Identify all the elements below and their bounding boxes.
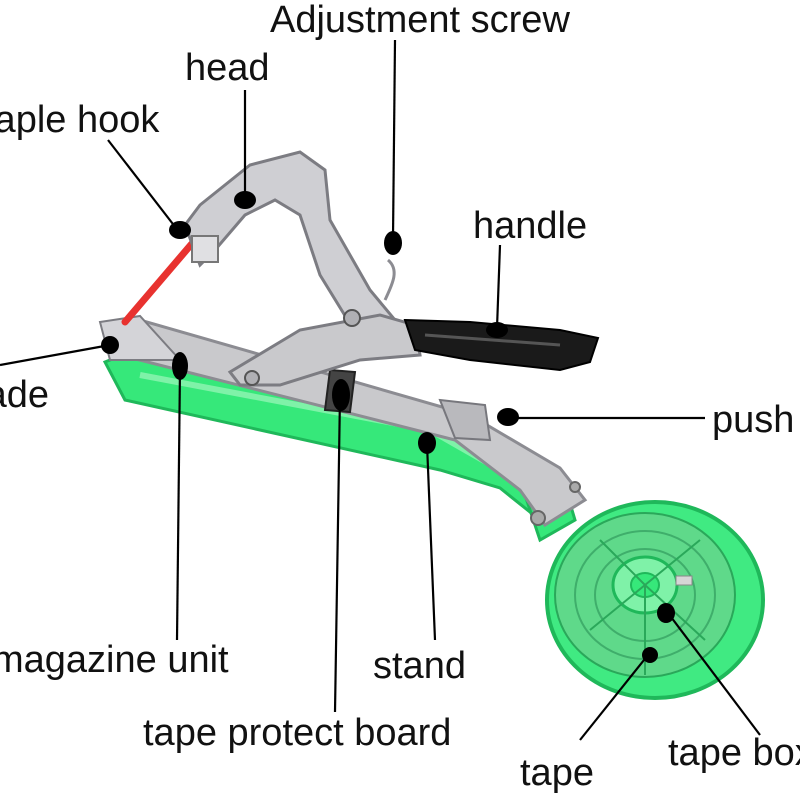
red-tape-strand [121, 236, 199, 326]
leader-lines [0, 39, 761, 741]
pivot-screw-2 [244, 370, 260, 386]
handle-highlight [424, 333, 561, 347]
label-stand: stand [373, 645, 466, 687]
label-head: head [185, 47, 270, 89]
label-tape: tape [520, 752, 594, 794]
label-handle: handle [473, 205, 587, 247]
push-block [438, 398, 492, 442]
label-adjustment-screw: Adjustment screw [270, 0, 570, 41]
label-blade: blade [0, 374, 49, 416]
stand-rivet-2 [569, 481, 581, 493]
leader-dots [101, 191, 675, 663]
label-tape-protect-board: tape protect board [143, 712, 451, 754]
label-push: push [712, 399, 794, 441]
label-magazine-unit: magazine unit [0, 639, 229, 681]
stand-rivet [530, 510, 546, 526]
tape-hub-slot [675, 575, 693, 586]
tool-illustration [98, 150, 765, 700]
adjustment-spring [383, 258, 396, 301]
staple-hook-block [191, 235, 219, 263]
label-tape-box: tape box [668, 732, 800, 774]
pivot-screw [343, 309, 361, 327]
label-staple-hook: staple hook [0, 99, 160, 141]
